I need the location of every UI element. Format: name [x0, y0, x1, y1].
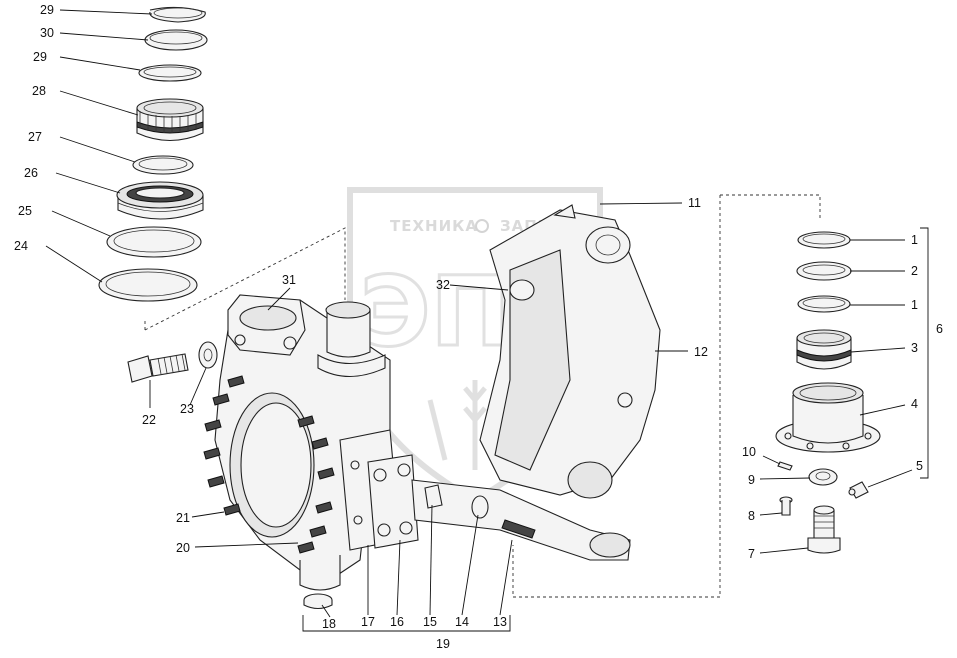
callout-1-lower: 1 — [911, 298, 918, 312]
part-1-lower-circlip — [797, 295, 851, 313]
part-29-lower-circlip — [138, 64, 202, 82]
part-10-key — [777, 461, 793, 471]
part-27-washer — [132, 155, 194, 175]
callout-13: 13 — [493, 615, 507, 629]
leader-lines — [45, 9, 913, 618]
watermark-brand-left: ТЕХНИКА — [390, 217, 478, 235]
callout-6: 6 — [936, 322, 943, 336]
callout-25: 25 — [18, 204, 32, 218]
callout-11: 11 — [688, 196, 701, 210]
part-23-washer — [198, 341, 218, 369]
callout-16: 16 — [390, 615, 404, 629]
callout-9: 9 — [748, 473, 755, 487]
callout-19: 19 — [436, 637, 450, 651]
callout-15: 15 — [423, 615, 437, 629]
callout-18: 18 — [322, 617, 336, 631]
callout-29-top: 29 — [40, 3, 54, 17]
callout-32: 32 — [436, 278, 450, 292]
part-5-grease-fitting — [848, 481, 869, 499]
callout-21: 21 — [176, 511, 190, 525]
steering-arm — [367, 454, 631, 561]
part-30-ring — [144, 29, 208, 51]
callout-4: 4 — [911, 397, 918, 411]
callout-26: 26 — [24, 166, 38, 180]
part-26-thrust-bearing — [116, 181, 204, 220]
part-22-bolt — [127, 353, 189, 383]
part-29-top-circlip — [149, 6, 206, 23]
callout-labels: 29 30 29 28 27 26 25 24 31 32 11 12 1 2 … — [14, 3, 943, 651]
part-2-ring — [796, 261, 852, 281]
callout-27: 27 — [28, 130, 42, 144]
callout-2: 2 — [911, 264, 918, 278]
callout-8: 8 — [748, 509, 755, 523]
part-24-seal-ring — [98, 268, 198, 302]
bracket-6 — [920, 227, 929, 479]
callout-3: 3 — [911, 341, 918, 355]
callout-20: 20 — [176, 541, 190, 555]
callout-5: 5 — [916, 459, 923, 473]
part-12-knuckle — [479, 204, 661, 499]
callout-22: 22 — [142, 413, 156, 427]
callout-17: 17 — [361, 615, 375, 629]
part-28-needle-bearing — [136, 98, 204, 141]
callout-14: 14 — [455, 615, 469, 629]
callout-30: 30 — [40, 26, 54, 40]
bracket-19 — [302, 615, 511, 632]
part-4-flange-housing — [775, 382, 881, 453]
callout-28: 28 — [32, 84, 46, 98]
part-31-bracket — [227, 294, 306, 356]
kingpin-shaft — [317, 301, 386, 377]
part-9-nut — [808, 468, 838, 486]
flange-studs — [203, 375, 335, 554]
callout-31: 31 — [282, 273, 296, 287]
assembly-boundary-lines — [144, 194, 821, 598]
part-18-plug — [303, 593, 333, 610]
part-7-bolt — [807, 505, 841, 554]
part-8-screw — [779, 496, 793, 516]
callout-7: 7 — [748, 547, 755, 561]
callout-10: 10 — [742, 445, 756, 459]
callout-23: 23 — [180, 402, 194, 416]
callout-12: 12 — [694, 345, 708, 359]
part-25-seal-ring — [106, 226, 202, 258]
callout-29-lower: 29 — [33, 50, 47, 64]
part-3-needle-bearing — [796, 329, 852, 370]
callout-1-upper: 1 — [911, 233, 918, 247]
part-1-upper-circlip — [797, 231, 851, 249]
callout-24: 24 — [14, 239, 28, 253]
gear-icon — [475, 219, 489, 233]
